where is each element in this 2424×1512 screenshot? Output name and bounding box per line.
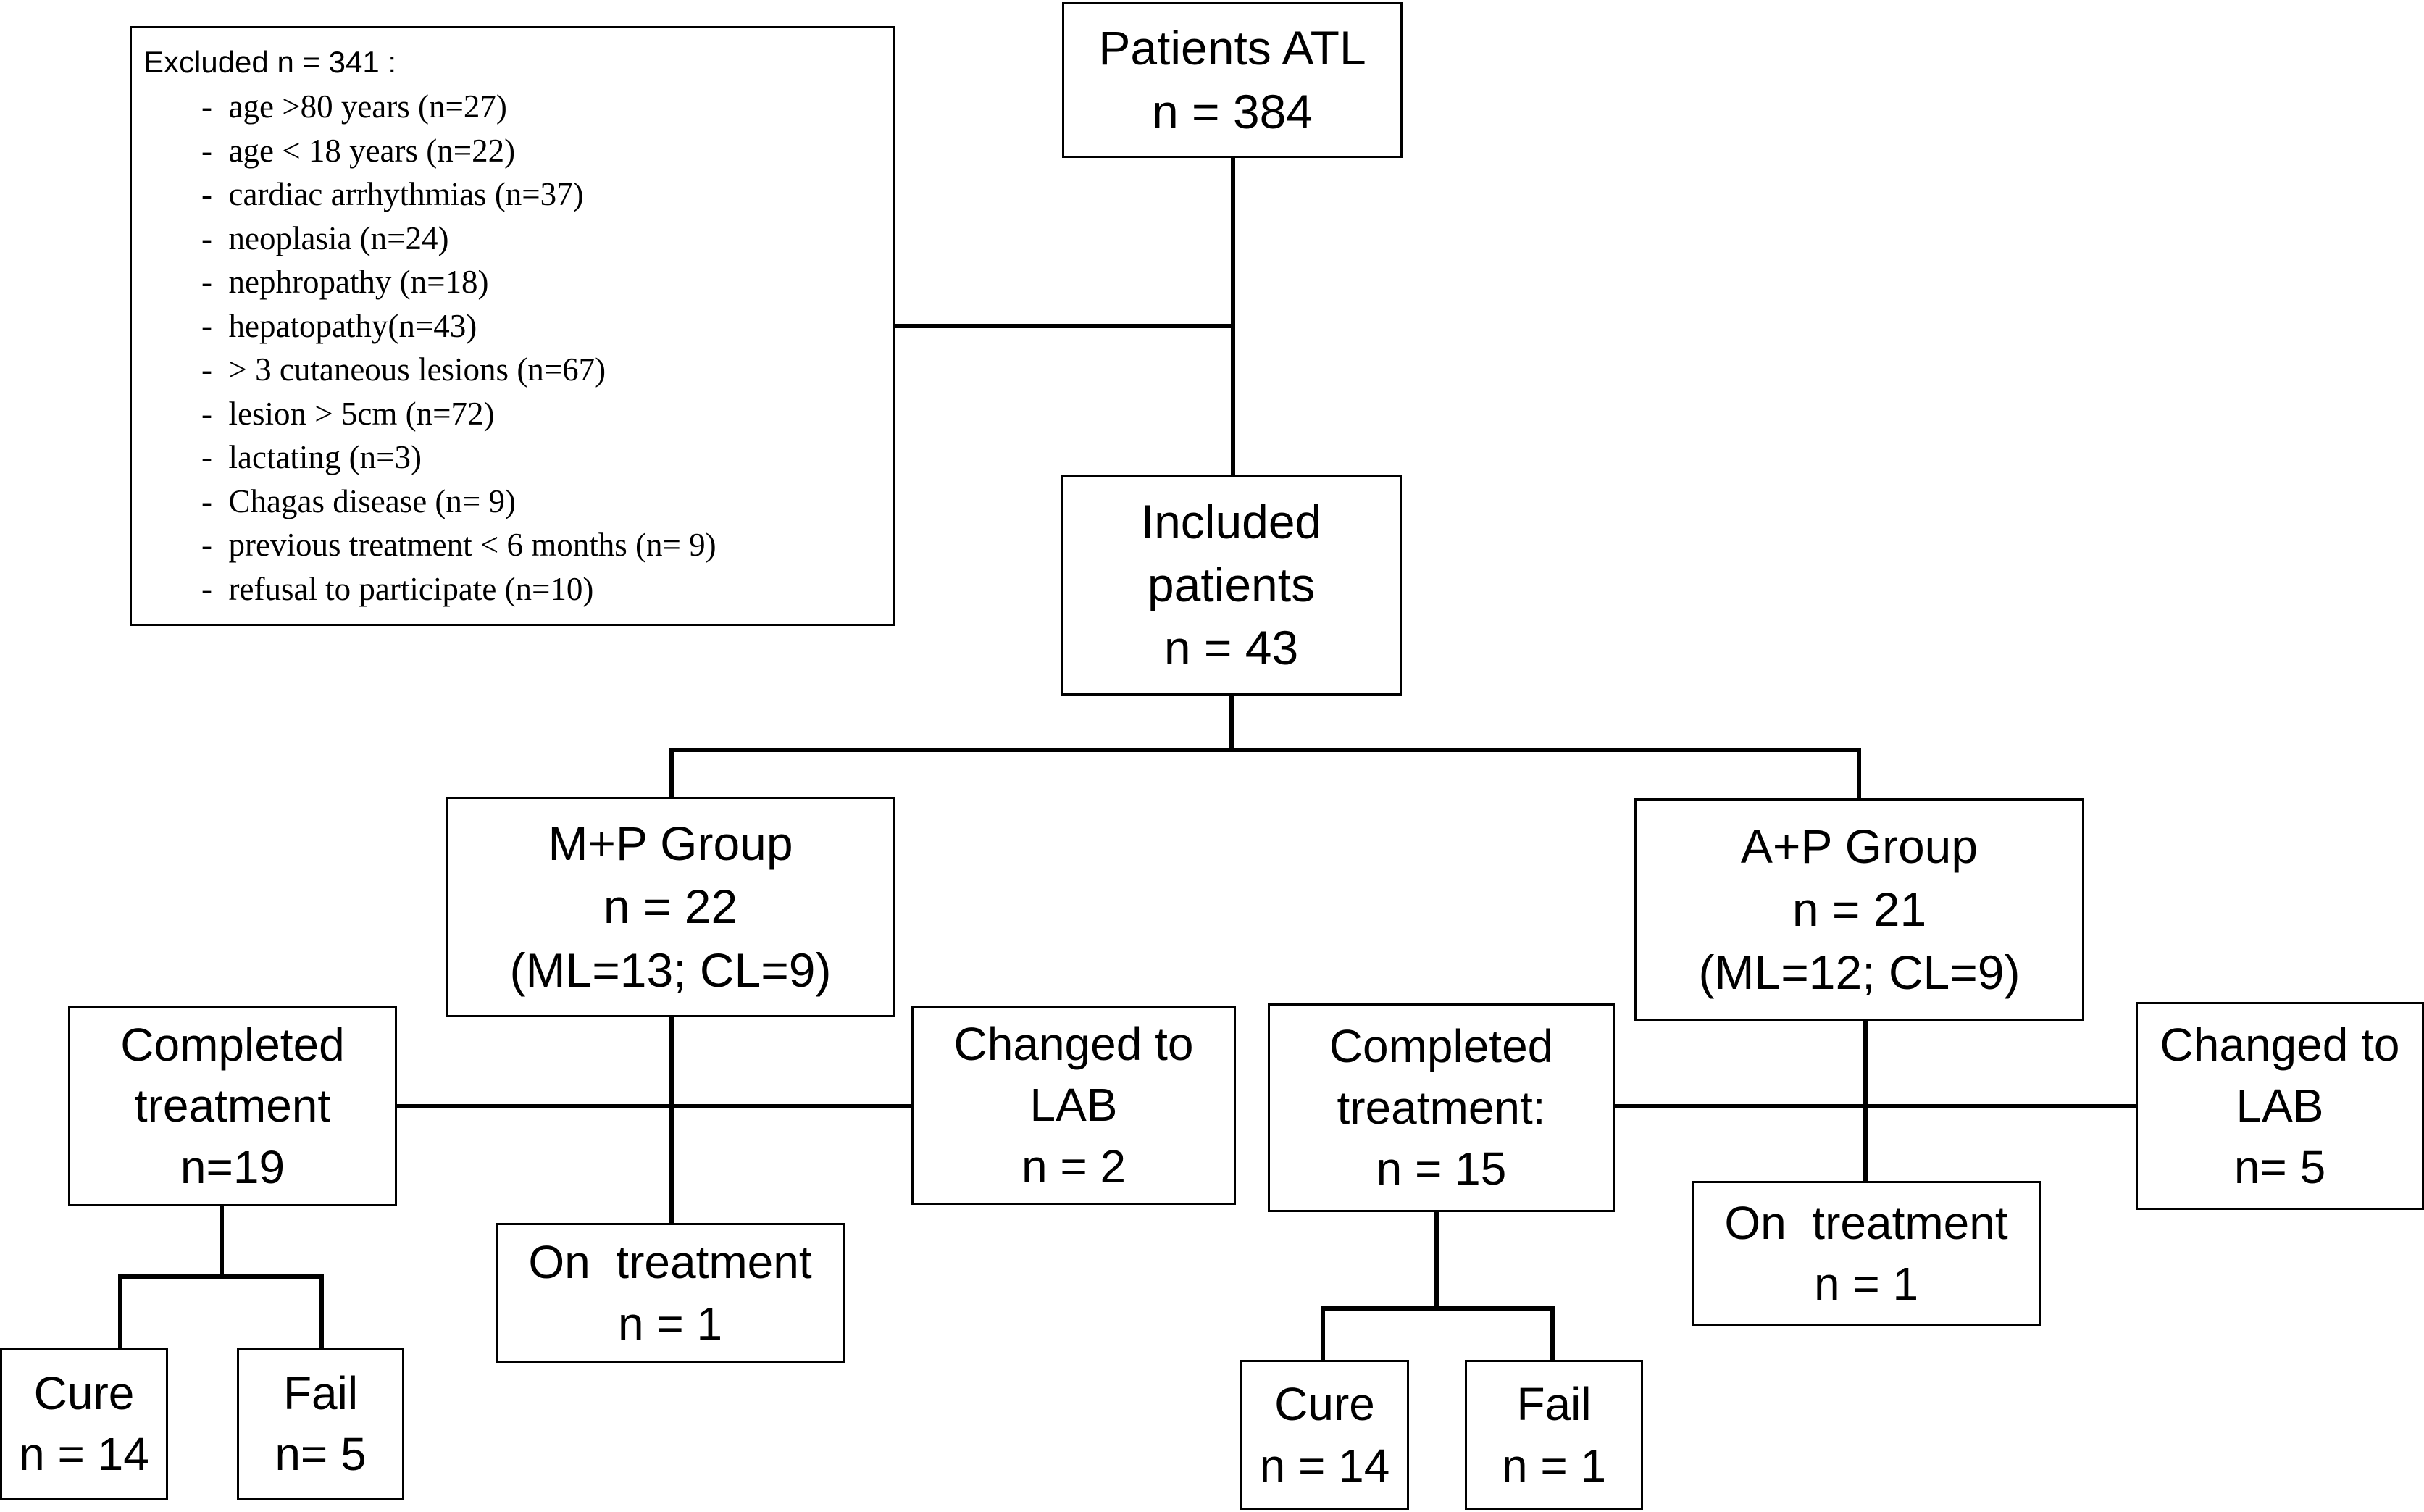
ap-on-treatment-box: On treatment n = 1 [1692,1181,2041,1326]
mp-changed-box: Changed to LAB n = 2 [911,1006,1236,1205]
excluded-reason: age < 18 years (n=22) [201,129,893,173]
excluded-reason: > 3 cutaneous lesions (n=67) [201,348,893,392]
excluded-reason: Chagas disease (n= 9) [201,480,893,524]
mp-completed-count: n=19 [180,1140,285,1193]
mp-on-treatment-box: On treatment n = 1 [496,1223,845,1363]
ap-on-treatment-count: n = 1 [1813,1258,1919,1310]
mp-group-box: M+P Group n = 22 (ML=13; CL=9) [446,797,895,1017]
included-line2: patients [1147,557,1316,611]
ap-changed-line2: LAB [2236,1079,2324,1132]
mp-completed-line2: treatment [134,1079,331,1132]
ap-completed-line1: Completed [1329,1020,1554,1073]
mp-changed-line2: LAB [1029,1079,1118,1132]
mp-fail-label: Fail [283,1366,359,1419]
excluded-reason: refusal to participate (n=10) [201,567,893,611]
mp-group-title: M+P Group [548,816,793,871]
excluded-title: Excluded n = 341 : [143,45,397,79]
included-line1: Included [1140,494,1322,548]
excluded-reason: neoplasia (n=24) [201,217,893,261]
mp-group-count: n = 22 [603,880,738,934]
mp-cure-count: n = 14 [19,1428,149,1480]
ap-changed-line1: Changed to [2160,1018,2400,1071]
mp-fail-count: n= 5 [275,1428,367,1480]
mp-fail-box: Fail n= 5 [237,1348,404,1500]
ap-group-count: n = 21 [1792,882,1927,936]
ap-cure-box: Cure n = 14 [1240,1360,1409,1510]
ap-fail-label: Fail [1516,1378,1592,1431]
ap-fail-box: Fail n = 1 [1465,1360,1643,1510]
ap-cure-count: n = 14 [1259,1439,1390,1492]
ap-changed-box: Changed to LAB n= 5 [2136,1002,2424,1210]
ap-changed-count: n= 5 [2233,1140,2326,1193]
excluded-reason: cardiac arrhythmias (n=37) [201,172,893,217]
mp-completed-box: Completed treatment n=19 [68,1006,397,1206]
ap-group-detail: (ML=12; CL=9) [1698,945,2020,1000]
mp-cure-box: Cure n = 14 [0,1348,168,1500]
excluded-box: Excluded n = 341 : age >80 years (n=27) … [130,26,895,626]
ap-cure-label: Cure [1274,1378,1375,1431]
ap-group-box: A+P Group n = 21 (ML=12; CL=9) [1634,798,2084,1021]
ap-on-treatment-label: On treatment [1724,1196,2008,1249]
patients-atl-box: Patients ATL n = 384 [1062,2,1403,158]
mp-on-treatment-count: n = 1 [617,1297,723,1350]
mp-cure-label: Cure [33,1366,135,1419]
excluded-reason: lesion > 5cm (n=72) [201,392,893,436]
excluded-reason: lactating (n=3) [201,435,893,480]
excluded-reason: nephropathy (n=18) [201,260,893,304]
mp-on-treatment-label: On treatment [528,1236,812,1289]
included-count: n = 43 [1163,621,1299,675]
patients-atl-count: n = 384 [1151,84,1313,138]
ap-completed-line2: treatment: [1337,1081,1546,1134]
excluded-reason: hepatopathy(n=43) [201,304,893,348]
mp-changed-count: n = 2 [1021,1140,1127,1193]
excluded-reason: age >80 years (n=27) [201,85,893,129]
mp-changed-line1: Changed to [953,1017,1194,1070]
mp-completed-line1: Completed [120,1018,345,1071]
ap-completed-count: n = 15 [1376,1143,1507,1195]
excluded-reason: previous treatment < 6 months (n= 9) [201,523,893,567]
ap-completed-box: Completed treatment: n = 15 [1268,1003,1615,1212]
ap-group-title: A+P Group [1740,819,1978,873]
ap-fail-count: n = 1 [1501,1439,1607,1492]
excluded-reasons-list: age >80 years (n=27) age < 18 years (n=2… [143,85,893,611]
mp-group-detail: (ML=13; CL=9) [509,943,832,997]
included-patients-box: Included patients n = 43 [1061,475,1402,696]
patients-atl-title: Patients ATL [1098,21,1366,75]
